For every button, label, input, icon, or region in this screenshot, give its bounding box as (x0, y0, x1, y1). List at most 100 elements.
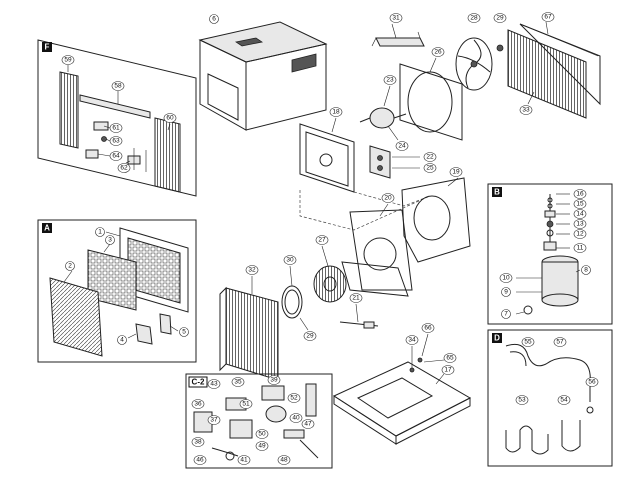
part-number-p30: 30 (286, 257, 294, 264)
part-label-circle (207, 415, 221, 425)
part-label-circle (111, 81, 125, 91)
part-label-circle (283, 255, 297, 265)
part-number-c41: 41 (240, 457, 248, 464)
part-number-p29b: 29 (306, 333, 314, 340)
box-b: B (487, 183, 613, 325)
part-number-a5: 5 (182, 329, 186, 336)
part-label-circle (383, 75, 397, 85)
part-number-c37: 37 (210, 417, 218, 424)
part-label-circle (349, 293, 363, 303)
part-number-c46: 46 (196, 457, 204, 464)
part-number-p32: 32 (248, 267, 256, 274)
part-label-circle (289, 413, 303, 423)
part-number-b10: 10 (502, 275, 510, 282)
part-label-circle (163, 113, 177, 123)
part-label-circle (553, 337, 567, 347)
blower-wheel-27 (313, 245, 347, 303)
part-label-circle (431, 47, 445, 57)
part-label-circle (191, 399, 205, 409)
panel-18 (299, 117, 355, 193)
part-label-circle (209, 14, 219, 24)
part-number-p29a: 29 (496, 15, 504, 22)
shroud-26 (399, 57, 463, 141)
bracket-22 (369, 145, 420, 179)
part-number-a2: 2 (68, 263, 72, 270)
part-number-f63: 63 (112, 138, 120, 145)
ring-30 (281, 265, 309, 331)
box-d: D (487, 329, 613, 467)
part-number-p31: 31 (392, 15, 400, 22)
housing-19 (401, 177, 471, 263)
part-label-circle (267, 375, 281, 385)
part-label-circle (287, 393, 301, 403)
part-number-p66: 66 (424, 325, 432, 332)
part-label-circle (179, 327, 189, 337)
part-number-p21: 21 (352, 295, 360, 302)
part-label-circle (207, 379, 221, 389)
part-label-circle (573, 219, 587, 229)
part-number-f58: 58 (114, 83, 122, 90)
part-number-d57: 57 (556, 339, 564, 346)
part-label-circle (315, 235, 329, 245)
part-label-circle (239, 399, 253, 409)
part-label-circle (381, 193, 395, 203)
part-number-b15: 15 (576, 201, 584, 208)
part-number-p27: 27 (318, 237, 326, 244)
box-d-tag: D (494, 334, 500, 343)
part-label-circle (467, 13, 481, 23)
part-number-c49: 49 (258, 443, 266, 450)
part-number-p19: 19 (452, 169, 460, 176)
part-number-p67: 67 (544, 14, 552, 21)
part-number-b13: 13 (576, 221, 584, 228)
part-label-circle (329, 107, 343, 117)
part-number-b11: 11 (577, 245, 584, 252)
part-label-circle (521, 337, 535, 347)
part-number-p18: 18 (332, 109, 340, 116)
part-number-c39: 39 (270, 377, 278, 384)
box-f: F (37, 39, 197, 197)
part-number-b8: 8 (584, 267, 588, 274)
part-number-b7: 7 (504, 311, 508, 318)
part-number-c48: 48 (280, 457, 288, 464)
part-label-circle (519, 105, 533, 115)
part-number-p23: 23 (386, 77, 394, 84)
part-number-d56: 56 (588, 379, 596, 386)
part-number-p65: 65 (446, 355, 454, 362)
part-label-circle (441, 365, 455, 375)
box-b-tag: B (494, 188, 500, 197)
part-number-p26: 26 (434, 49, 442, 56)
part-number-f60: 60 (166, 115, 174, 122)
part-number-c52: 52 (290, 395, 298, 402)
condenser-33 (507, 21, 601, 119)
part-label-circle (557, 395, 571, 405)
part-label-circle (515, 395, 529, 405)
part-number-d53: 53 (518, 397, 526, 404)
part-number-d55: 55 (524, 339, 532, 346)
part-label-circle (109, 123, 123, 133)
box-a: A (37, 219, 197, 363)
part-label-circle (191, 437, 205, 447)
evaporator-32 (219, 276, 279, 381)
part-label-circle (303, 331, 317, 341)
part-number-c50: 50 (258, 431, 266, 438)
cabinet (198, 21, 328, 131)
part-label-circle (573, 209, 587, 219)
part-number-p24: 24 (398, 143, 406, 150)
motor-23 (359, 85, 407, 141)
part-label-circle (541, 12, 555, 22)
part-label-circle (573, 199, 587, 209)
part-number-b16: 16 (576, 191, 584, 198)
base-pan-17 (332, 333, 472, 445)
box-c2: C-2 (185, 373, 333, 469)
part-label-circle (581, 265, 591, 275)
part-label-circle (61, 55, 75, 65)
part-number-c51: 51 (242, 401, 250, 408)
part-number-a4: 4 (120, 337, 124, 344)
box-a-tag: A (44, 224, 50, 233)
part-number-p17: 17 (444, 367, 452, 374)
part-label-circle (109, 151, 123, 161)
part-label-circle (499, 273, 513, 283)
